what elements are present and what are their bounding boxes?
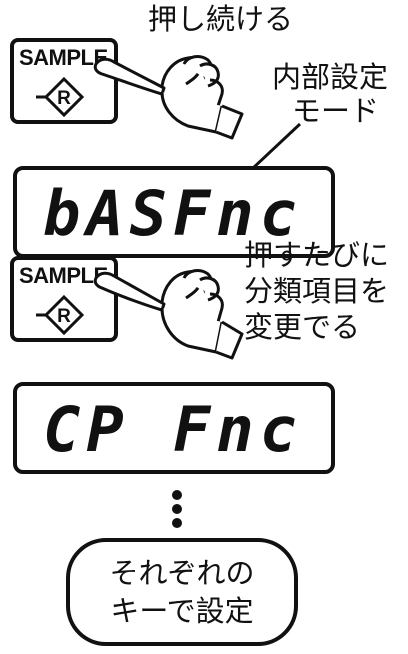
diamond-r-letter: R: [57, 88, 71, 109]
display-panel-basic-function: bASFnc: [13, 166, 335, 258]
display-readout: bASFnc: [43, 177, 303, 250]
sample-key-bottom[interactable]: SAMPLE R: [10, 256, 118, 342]
pointing-hand-icon: [93, 269, 244, 360]
diamond-r-key-icon: R: [36, 294, 85, 336]
sample-key-label: SAMPLE: [19, 263, 108, 288]
continuation-dot: [172, 504, 182, 514]
change-category-caption-line1: 押すたびに: [244, 238, 390, 272]
note-line2: キーで設定: [110, 594, 254, 628]
note-line1: それぞれの: [109, 556, 255, 590]
display-panel-cp-function: CP Fnc: [13, 382, 335, 474]
sample-key-label: SAMPLE: [19, 45, 108, 70]
continuation-dot: [172, 518, 182, 528]
sample-key-top[interactable]: SAMPLE R: [10, 38, 118, 124]
diamond-r-letter: R: [57, 306, 71, 327]
change-category-caption-line3: 変更でる: [244, 310, 361, 344]
internal-mode-annotation-line1: 内部設定: [272, 60, 389, 94]
set-with-each-key-note: それぞれの キーで設定: [66, 538, 298, 646]
pointing-hand-icon: [93, 55, 244, 140]
continuation-dot: [172, 490, 182, 500]
display-readout: CP Fnc: [43, 393, 303, 466]
diamond-r-key-icon: R: [36, 76, 85, 118]
internal-mode-annotation-line2: モード: [292, 94, 380, 128]
change-category-caption-line2: 分類項目を: [244, 274, 390, 308]
press-and-hold-caption: 押し続ける: [148, 2, 294, 36]
